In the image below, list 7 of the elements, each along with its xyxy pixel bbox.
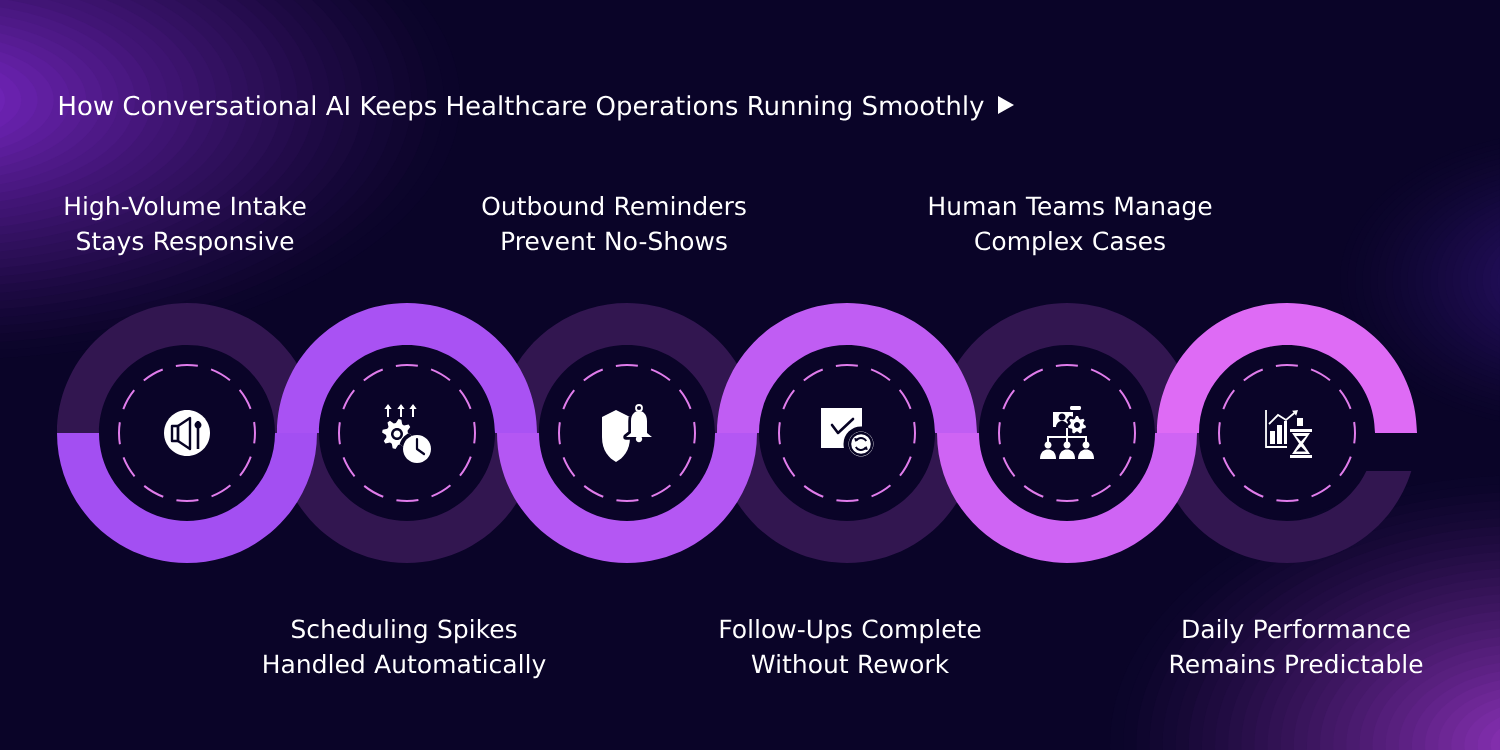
step-label: Outbound Reminders Prevent No-Shows xyxy=(482,196,746,251)
step-label: Scheduling Spikes Handled Automatically xyxy=(264,619,546,679)
step-label: Human Teams Manage Complex Cases xyxy=(929,196,1212,256)
step-label: Daily Performance Remains Predictable xyxy=(1170,619,1423,674)
step-label: Follow-Ups Complete Without Rework xyxy=(720,619,981,674)
title: How Conversational AI Keeps Healthcare Operations Running Smoothly xyxy=(59,95,984,121)
step-label: High-Volume Intake Stays Responsive xyxy=(65,196,306,256)
